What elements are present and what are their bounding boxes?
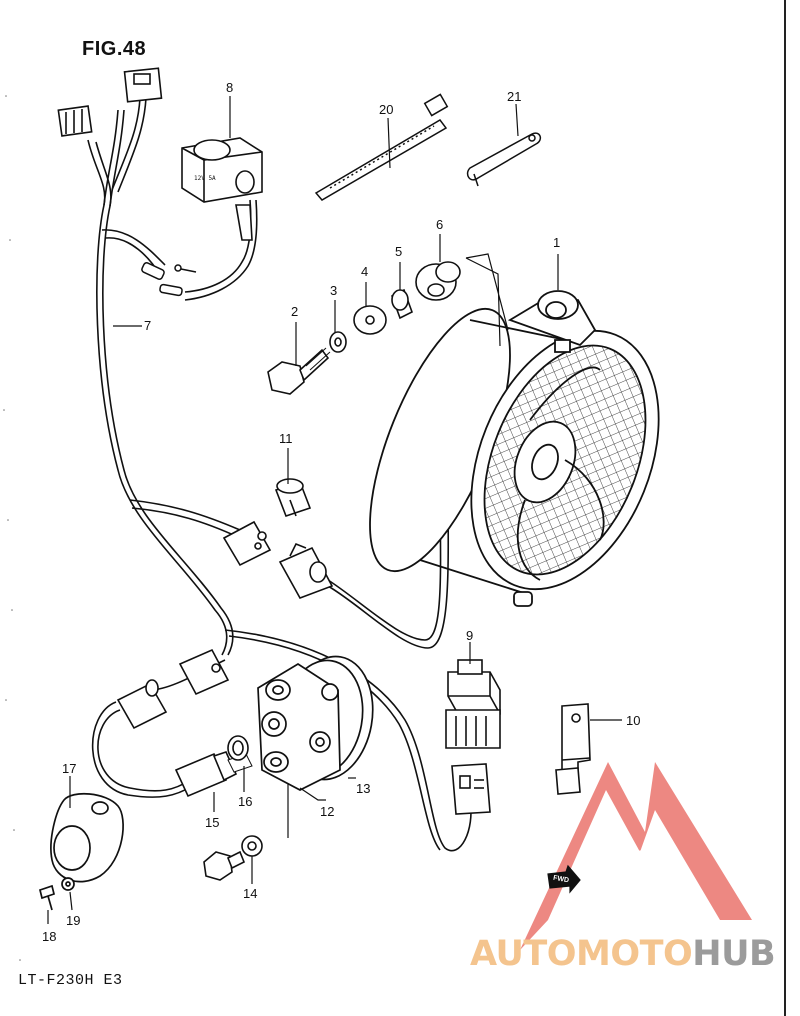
callout-6: 6 [436,217,444,232]
figure-title: FIG.48 [82,38,147,60]
callout-11: 11 [279,431,293,446]
watermark-text-part1: AUTOMOTO [470,934,693,974]
cooling-fan-1 [369,290,660,607]
callout-14: 14 [243,886,258,901]
cap-17 [38,792,124,911]
bolt-14 [203,835,263,881]
callout-18: 18 [42,929,57,944]
watermark-logo [520,762,752,950]
watermark-text: AUTOMOTOHUB [470,934,776,974]
plug-11 [274,478,312,518]
fan-mount-hardware [267,261,461,395]
callout-20: 20 [379,102,394,117]
model-code: LT-F230H E3 [18,972,123,989]
fan-connectors [222,520,334,599]
relay-9 [445,659,501,815]
callout-12: 12 [320,804,335,819]
scan-noise [3,95,21,961]
callout-13: 13 [356,781,371,796]
cable-tie-20 [314,93,449,201]
callout-9: 9 [466,628,474,643]
wire-harness [87,97,477,852]
leader-lines [47,96,622,924]
callout-10: 10 [626,713,641,728]
callout-15: 15 [205,815,220,830]
callout-2: 2 [291,304,299,319]
thermostat-housing-12 [257,655,374,791]
harness-connectors-top [57,67,163,137]
callout-8: 8 [226,80,234,95]
callout-4: 4 [361,264,369,279]
callout-21: 21 [507,89,522,104]
callout-7: 7 [144,318,152,333]
svg-text:12V 5A: 12V 5A [194,175,216,182]
callout-5: 5 [395,244,403,259]
callout-16: 16 [238,794,253,809]
callout-1: 1 [553,235,561,250]
terminals [141,262,197,297]
callout-19: 19 [66,913,81,928]
bracket-10 [555,703,591,795]
fwd-arrow-icon [547,864,581,894]
connector-8: 12V 5A [181,137,263,241]
clamp-21 [466,132,542,187]
fwd-label: FWD [552,874,570,885]
sensor-connectors [116,648,230,730]
callout-3: 3 [330,283,338,298]
thermo-switch-15 [174,735,253,798]
watermark-text-part2: HUB [692,934,776,974]
page-edge [784,0,800,1016]
callout-17: 17 [62,761,77,776]
